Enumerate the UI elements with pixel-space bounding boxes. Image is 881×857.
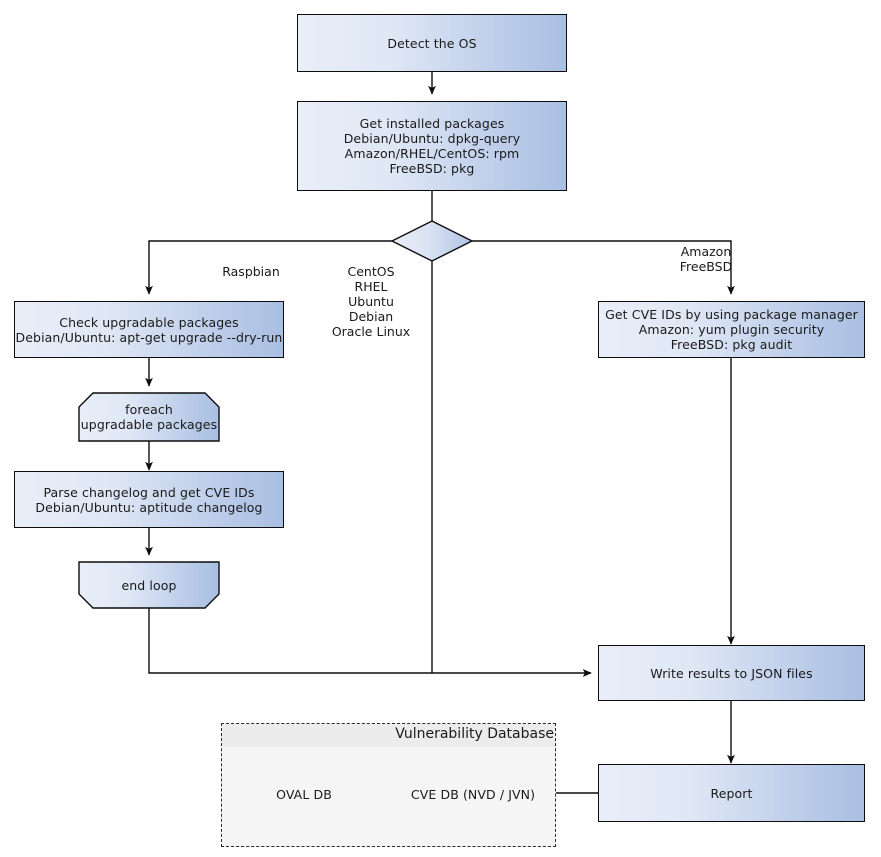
node-get-cve-ids[interactable]: Get CVE IDs by using package manager Ama… (598, 301, 865, 358)
vulnerability-database-title: Vulnerability Database (222, 724, 555, 747)
edge-decision-right (472, 240, 735, 295)
edge-endloop-to-write (148, 608, 592, 677)
edge-label-raspbian: Raspbian (222, 264, 280, 279)
edge-decision-left (145, 240, 392, 295)
node-foreach-loop[interactable]: foreach upgradable packages (80, 402, 218, 432)
node-get-installed-packages[interactable]: Get installed packages Debian/Ubuntu: dp… (297, 101, 567, 191)
node-write-results[interactable]: Write results to JSON files (598, 645, 865, 701)
node-parse-changelog[interactable]: Parse changelog and get CVE IDs Debian/U… (14, 471, 284, 528)
edge-label-amazon-freebsd: Amazon FreeBSD (679, 244, 733, 274)
end-loop-shape (78, 561, 220, 609)
oval-db-label: OVAL DB (276, 786, 332, 802)
node-check-upgradable[interactable]: Check upgradable packages Debian/Ubuntu:… (14, 301, 284, 358)
foreach-loop-shape (78, 392, 220, 442)
decision-diamond (390, 220, 474, 262)
node-detect-os[interactable]: Detect the OS (297, 14, 567, 72)
node-report[interactable]: Report (598, 764, 865, 822)
cve-db-label: CVE DB (NVD / JVN) (410, 786, 536, 802)
node-end-loop[interactable]: end loop (121, 577, 177, 593)
edge-label-center-distros: CentOS RHEL Ubuntu Debian Oracle Linux (331, 264, 411, 339)
